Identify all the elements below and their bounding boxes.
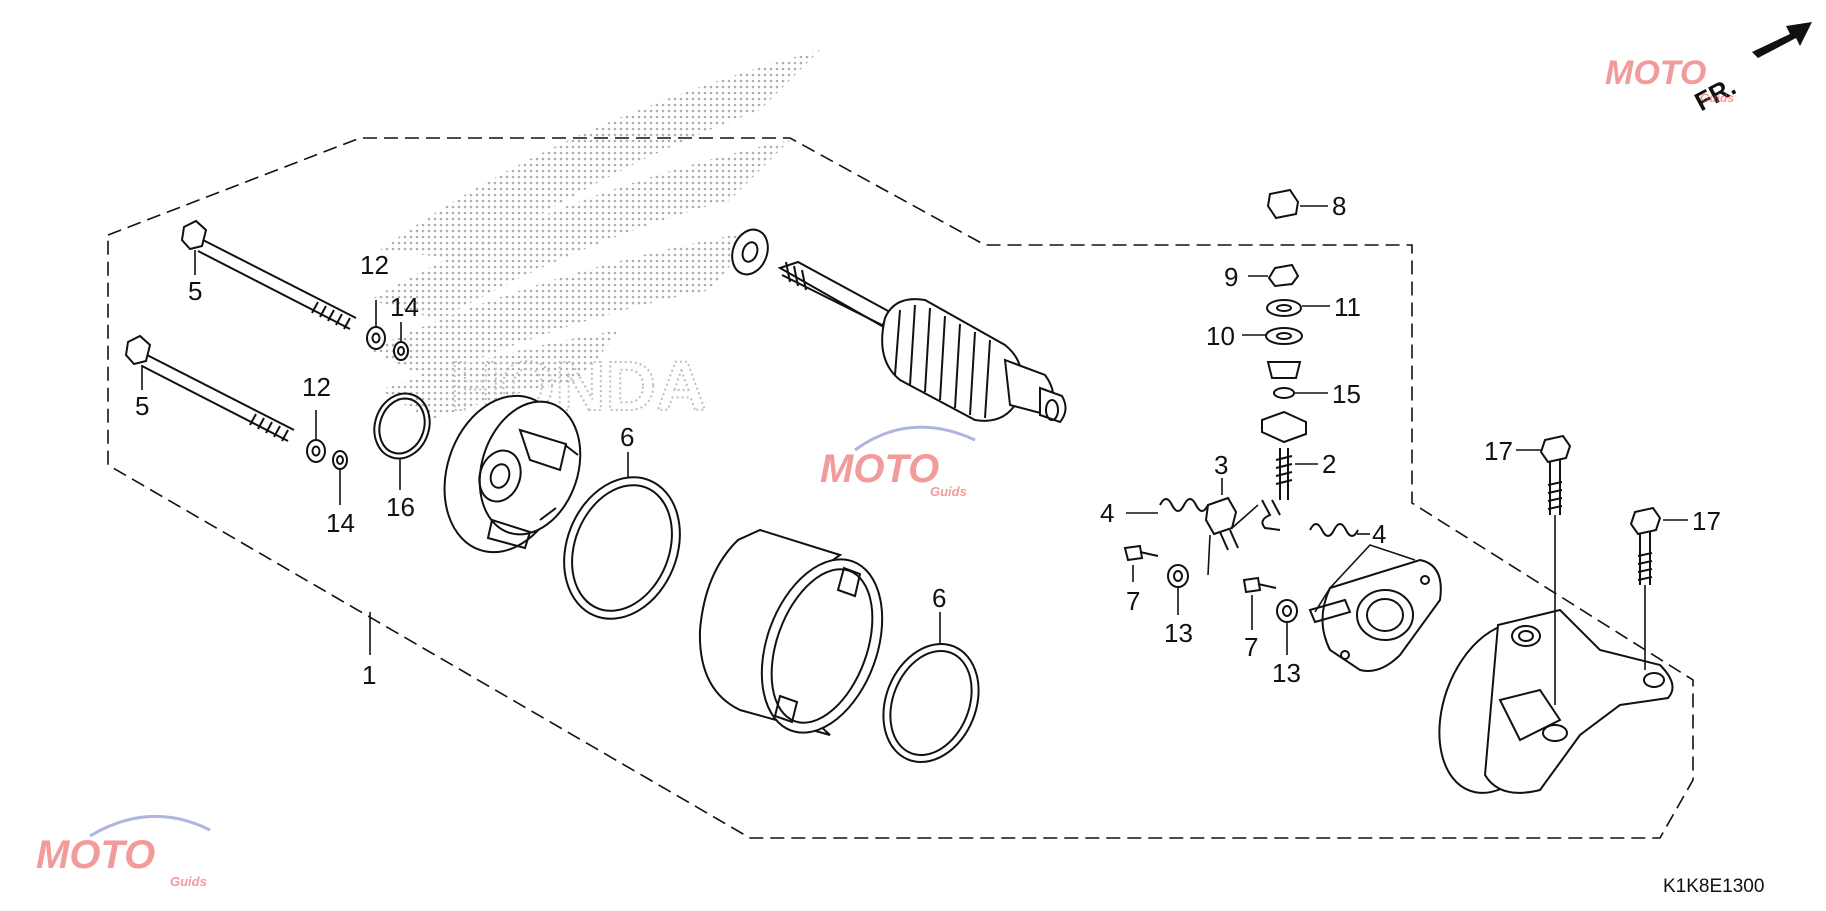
callout-2: 2 [1322,449,1336,479]
callout-14-lower: 14 [326,508,355,538]
callout-13-left: 13 [1164,618,1193,648]
callout-6-left: 6 [620,422,634,452]
svg-text:Guids: Guids [1700,91,1734,105]
assembly-outline [107,137,1694,839]
callout-17-upper: 17 [1484,436,1513,466]
callout-13-right: 13 [1272,658,1301,688]
callout-10: 10 [1206,321,1235,351]
svg-text:Guids: Guids [930,484,967,499]
mounting-bolt-lower [1629,506,1662,670]
callout-4-left: 4 [1100,498,1114,528]
callouts: 1 2 3 4 4 5 5 6 6 7 7 8 9 10 11 12 12 13… [135,191,1721,690]
callout-4-right: 4 [1372,519,1386,549]
mounting-bolt-upper [1539,434,1572,705]
brush-holder-plate [1308,558,1442,672]
through-bolt-upper [180,219,357,330]
site-watermark-top-right: MOTO Guids [1605,54,1734,105]
callout-1: 1 [362,660,376,690]
callout-8: 8 [1332,191,1346,221]
callout-7-left: 7 [1126,586,1140,616]
leader-lines [141,205,1688,655]
gasket-6-right [882,642,980,764]
terminal-hardware-stack [1261,188,1307,500]
rear-cover [443,394,582,554]
callout-17-lower: 17 [1692,506,1721,536]
brush-terminal-set [1123,496,1359,623]
callout-6-right: 6 [932,583,946,613]
callout-11: 11 [1334,292,1361,322]
yoke-housing [698,528,884,736]
callout-15: 15 [1332,379,1361,409]
callout-7-right: 7 [1244,632,1258,662]
callout-16: 16 [386,492,415,522]
callout-12-upper: 12 [360,250,389,280]
honda-wing-watermark: HONDA [370,50,820,426]
site-watermark-bottom-left: MOTO Guids [36,814,211,889]
through-bolt-lower [124,334,295,442]
callout-9: 9 [1224,262,1238,292]
gasket-6-left [563,476,681,620]
svg-text:MOTO: MOTO [820,447,939,491]
svg-text:MOTO: MOTO [36,833,155,877]
o-ring-16 [373,392,431,460]
callout-14-upper: 14 [390,292,419,322]
armature [731,228,1067,424]
svg-text:Guids: Guids [170,874,207,889]
diagram-code: K1K8E1300 [1663,876,1764,897]
callout-5-lower: 5 [135,391,149,421]
svg-text:MOTO: MOTO [1605,54,1706,92]
washers-left [306,326,409,470]
callout-12-lower: 12 [302,372,331,402]
site-watermark-center: MOTO Guids [820,425,976,499]
callout-3: 3 [1214,450,1228,480]
front-cover [1438,608,1674,794]
callout-5-upper: 5 [188,276,202,306]
